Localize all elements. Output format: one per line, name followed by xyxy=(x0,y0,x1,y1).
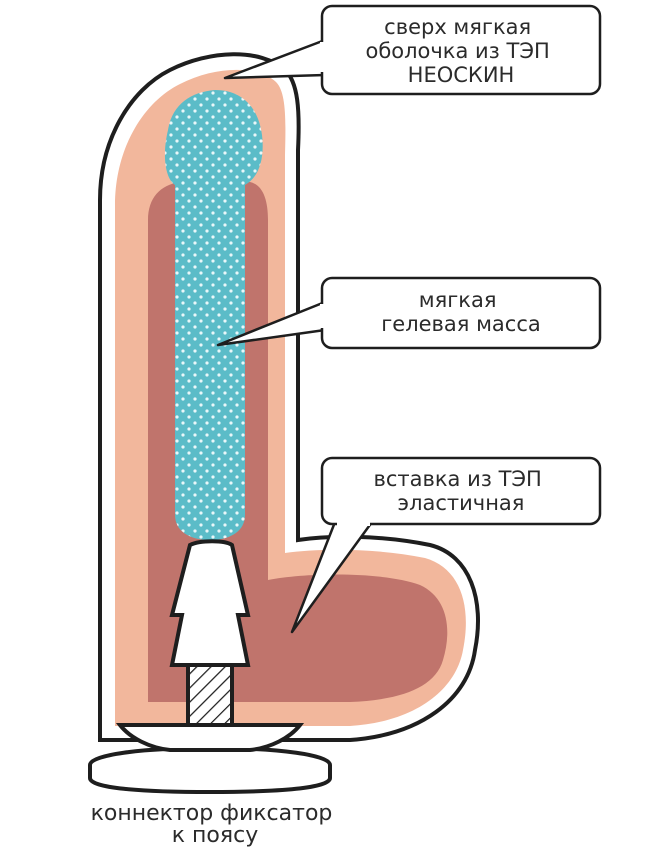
base-stem xyxy=(115,723,305,752)
connector-label-line-1: коннектор фиксатор xyxy=(91,801,333,826)
callout-gel-line-2: гелевая масса xyxy=(381,312,541,336)
connector-label-line-2: к поясу xyxy=(172,823,258,848)
callout-shell: сверх мягкая оболочка из ТЭП НЕОСКИН xyxy=(223,4,602,96)
callout-insert: вставка из ТЭП эластичная xyxy=(290,456,602,634)
svg-text:коннектор фиксатор к поясу: коннектор фиксатор к поясу xyxy=(91,801,340,848)
svg-text:вставка из ТЭП эластична: вставка из ТЭП эластичная xyxy=(373,467,548,515)
base-suction-cup xyxy=(88,745,332,795)
callout-gel: мягкая гелевая масса xyxy=(216,276,602,350)
callout-insert-line-1: вставка из ТЭП xyxy=(373,467,541,491)
gel-core xyxy=(164,90,263,540)
svg-text:сверх мягкая оболочка из: сверх мягкая оболочка из ТЭП НЕОСКИН xyxy=(365,15,556,87)
svg-text:мягкая гелевая масса: мягкая гелевая масса xyxy=(381,288,541,336)
callout-insert-line-2: эластичная xyxy=(398,491,525,515)
callout-shell-line-1: сверх мягкая xyxy=(384,15,531,39)
callout-insert-box xyxy=(320,456,602,526)
callout-shell-line-3: НЕОСКИН xyxy=(408,63,515,87)
callout-shell-line-2: оболочка из ТЭП xyxy=(365,39,549,63)
connector-plug xyxy=(169,539,251,667)
callout-gel-line-1: мягкая xyxy=(419,288,497,312)
